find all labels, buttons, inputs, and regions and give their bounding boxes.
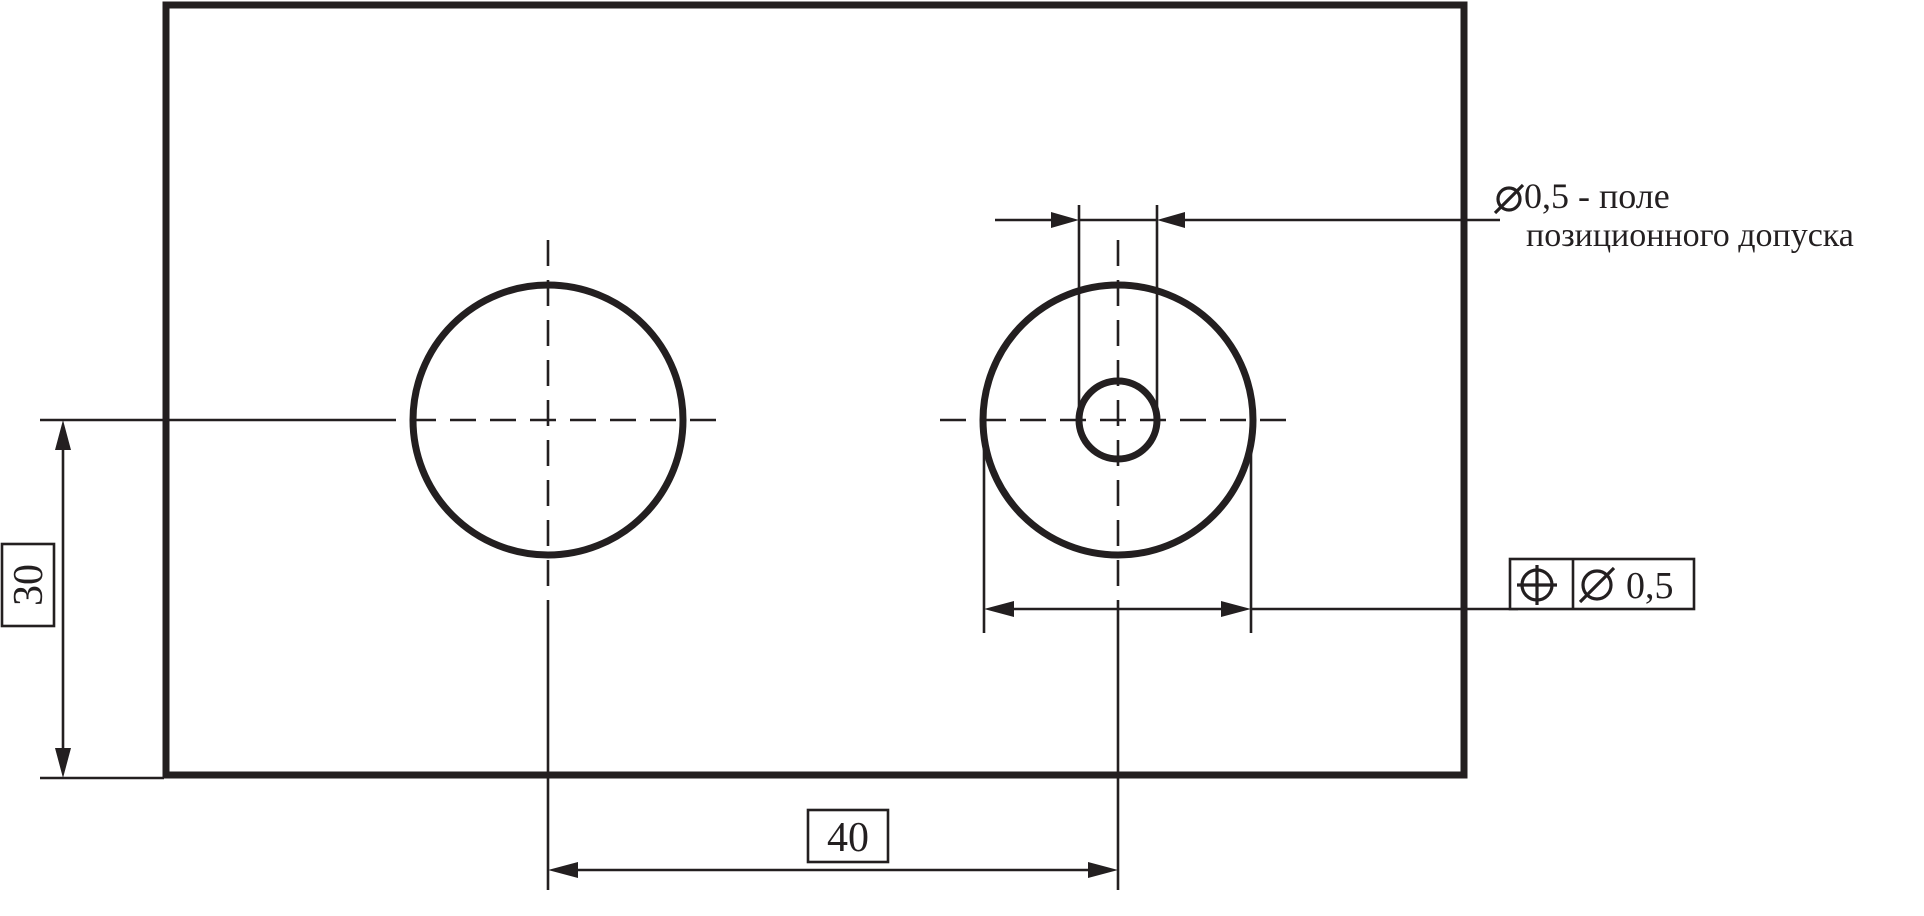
- vertical-arrow-bottom: [55, 748, 71, 778]
- frame-diameter-icon: [1578, 566, 1616, 604]
- tolerance-arrow-left: [1051, 212, 1079, 228]
- feature-control-frame-value: 0,5: [1626, 565, 1674, 607]
- feature-control-frame: 0,5: [1508, 557, 1696, 611]
- diameter-icon: [1493, 183, 1525, 215]
- left-hole: [370, 240, 730, 600]
- tolerance-note-line2: позиционного допуска: [1526, 217, 1854, 254]
- tolerance-arrow-right: [1157, 212, 1185, 228]
- vertical-dimension: 30: [0, 418, 370, 780]
- vertical-dimension-value: 30: [6, 564, 52, 606]
- right-hole: [940, 240, 1300, 600]
- horizontal-arrow-left: [548, 862, 578, 878]
- tolerance-note-line1: 0,5 - поле: [1524, 176, 1670, 216]
- plate-outline: [162, 1, 1468, 779]
- tolerance-note: 0,5 - поле позиционного допуска: [1493, 176, 1854, 254]
- vertical-dimension-box: [0, 542, 56, 628]
- horizontal-dimension: 40: [546, 600, 1120, 890]
- diameter-arrow-left: [984, 601, 1014, 617]
- horizontal-dimension-value: 40: [827, 815, 869, 861]
- horizontal-arrow-right: [1088, 862, 1118, 878]
- horizontal-dimension-box: [806, 808, 890, 864]
- position-icon: [1517, 565, 1557, 605]
- vertical-arrow-top: [55, 420, 71, 450]
- hole-diameter-dimension: [982, 425, 1518, 633]
- diameter-arrow-right: [1221, 601, 1251, 617]
- tolerance-zone-dimension: [995, 205, 1500, 420]
